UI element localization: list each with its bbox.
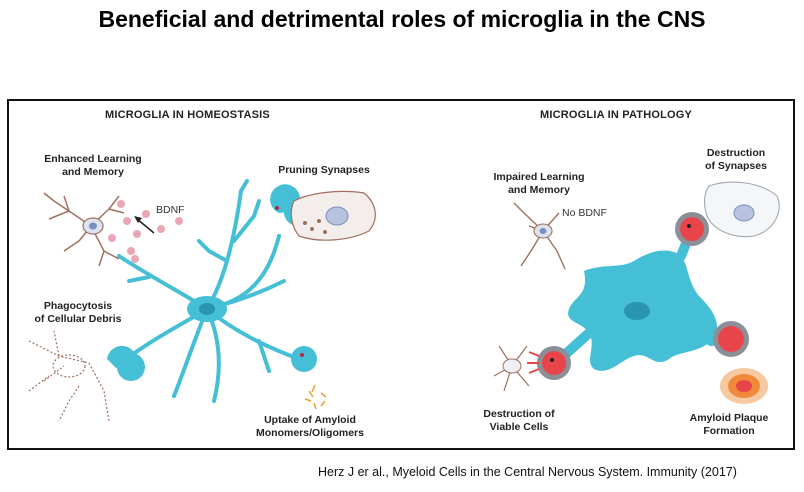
synapse-attack-pacman: [675, 212, 709, 246]
amyloid-plaque-label: Amyloid Plaque Formation: [689, 412, 769, 437]
amyloid-uptake-label: Uptake of Amyloid Monomers/Oligomers: [256, 414, 364, 439]
bdnf-dots: [108, 200, 183, 263]
bdnf-label: BDNF: [156, 204, 185, 216]
bdnf-arrow: [136, 218, 155, 234]
no-bdnf-label: No BDNF: [562, 207, 607, 219]
slide-title: Beneficial and detrimental roles of micr…: [98, 6, 706, 32]
pruning-synapses-label: Pruning Synapses: [278, 164, 370, 176]
dead-cell-debris: [28, 330, 110, 422]
homeostasis-heading: MICROGLIA IN HOMEOSTASIS: [105, 109, 270, 121]
citation: Herz J er al., Myeloid Cells in the Cent…: [318, 465, 737, 479]
figure-panel: MICROGLIA IN HOMEOSTASIS MICROGLIA IN PA…: [7, 99, 795, 450]
viable-cell-icon: [493, 345, 530, 392]
pathology-heading: MICROGLIA IN PATHOLOGY: [540, 109, 693, 121]
impaired-neuron-icon: [513, 202, 566, 270]
amyloid-uptake-microglia: [291, 346, 317, 372]
amyloid-monomers: [304, 384, 327, 410]
phagocytosis-label: Phagocytosis of Cellular Debris: [34, 300, 122, 325]
destruction-viable-cells-label: Destruction of Viable Cells: [483, 408, 555, 433]
viable-cell-attack-pacman: [527, 346, 571, 380]
microglia-illustration: [28, 179, 780, 422]
destruction-synapses-label: Destruction of Synapses: [705, 147, 767, 172]
impaired-learning-label: Impaired Learning and Memory: [493, 171, 585, 196]
learning-neuron-icon: [43, 192, 125, 267]
enhanced-learning-label: Enhanced Learning and Memory: [44, 153, 142, 178]
plaque-attack-pacman: [713, 321, 749, 357]
amyloid-plaque-icon: [720, 368, 768, 404]
